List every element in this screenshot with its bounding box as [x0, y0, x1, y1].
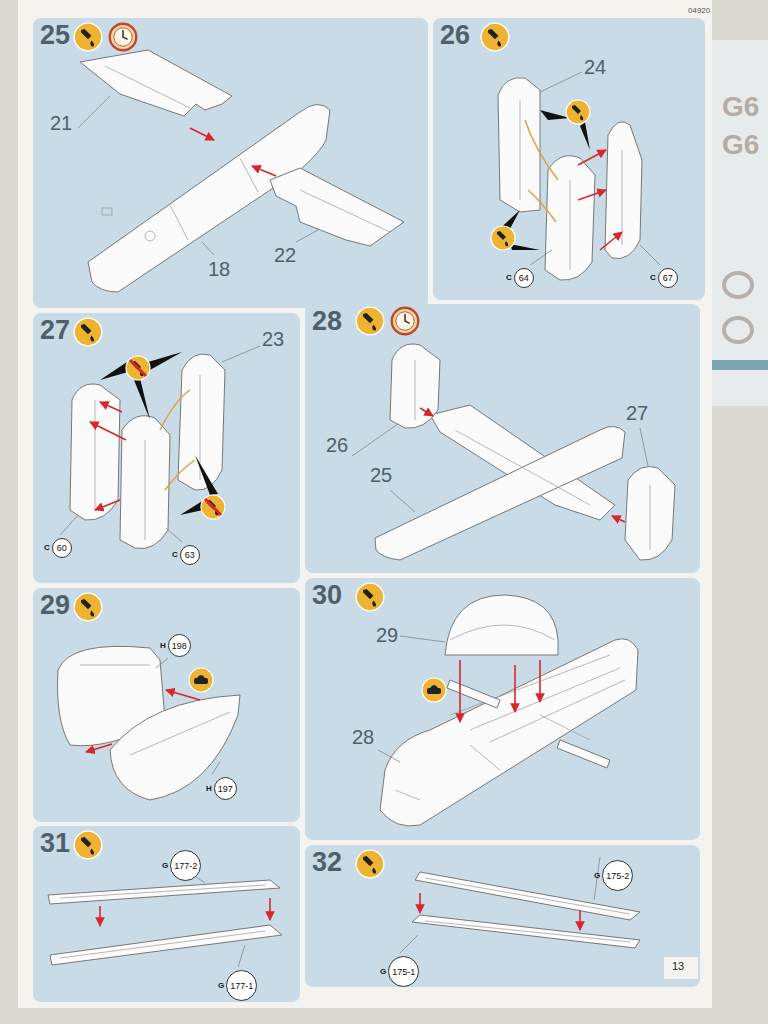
part-number: 198	[172, 641, 187, 651]
step-panel: 27C60C63	[33, 313, 300, 583]
part-number: 175-1	[392, 967, 415, 977]
catalog-number: 04920	[688, 6, 710, 16]
part-circle: 177-2	[170, 850, 201, 881]
part-circle: 64	[514, 268, 534, 288]
part-circle: 175-1	[388, 956, 419, 987]
part-callout: C 64	[506, 268, 534, 288]
decal-text: G6	[722, 92, 759, 122]
part-circle: 63	[180, 545, 200, 565]
part-callout: G 175-1	[380, 956, 419, 987]
part-circle: 60	[52, 538, 72, 558]
step-panel: 26C 64 C 67	[433, 18, 705, 300]
sprue-letter: C	[650, 273, 656, 283]
part-circle: 177-1	[226, 970, 257, 1001]
sprue-letter: G	[380, 967, 386, 977]
part-callout: G 177-1	[218, 970, 257, 1001]
step-number: 28	[312, 306, 342, 336]
step-panel: 29H198H197	[33, 588, 300, 822]
sprue-letter: G	[218, 981, 224, 991]
part-callout: G 175-2	[594, 860, 633, 891]
step-number: 31	[40, 828, 70, 858]
part-number: 177-2	[174, 861, 197, 871]
part-label: 18	[208, 258, 230, 280]
part-circle: 175-2	[602, 860, 633, 891]
step-number: 29	[40, 590, 70, 620]
part-label: 25	[370, 464, 392, 486]
part-label: 28	[352, 726, 374, 748]
step-number: 26	[440, 20, 470, 50]
part-number: 60	[57, 543, 67, 553]
part-callout: C 60	[44, 538, 72, 558]
part-label: 29	[376, 624, 398, 646]
part-number: 175-2	[606, 871, 629, 881]
part-callout: C 67	[650, 268, 678, 288]
step-panel: 28	[305, 304, 700, 573]
part-circle: 198	[168, 634, 191, 657]
part-number: 63	[185, 550, 195, 560]
sprue-letter: C	[44, 543, 50, 553]
part-label: 23	[262, 328, 284, 350]
step-number: 25	[40, 20, 70, 50]
step-number: 32	[312, 847, 342, 877]
step-panel: 30	[305, 578, 700, 840]
sprue-letter: G	[594, 871, 600, 881]
part-label: 21	[50, 112, 72, 134]
sprue-letter: H	[160, 641, 166, 651]
sprue-letter: C	[172, 550, 178, 560]
part-number: 64	[519, 273, 529, 283]
part-callout: H 198	[160, 634, 191, 657]
part-number: 67	[663, 273, 673, 283]
part-callout: G 177-2	[162, 850, 201, 881]
part-label: 27	[626, 402, 648, 424]
part-label: 24	[584, 56, 606, 78]
part-number: 177-1	[230, 981, 253, 991]
sprue-letter: G	[162, 861, 168, 871]
step-panel: 25	[33, 18, 428, 308]
step-number: 27	[40, 315, 70, 345]
step-panel: 31G177-2G177-1	[33, 826, 300, 1002]
part-label: 26	[326, 434, 348, 456]
page-number: 13	[672, 960, 684, 973]
part-circle: 197	[214, 777, 237, 800]
part-number: 197	[218, 784, 233, 794]
step-panel: 32G175-2G175-1	[305, 845, 700, 987]
sprue-letter: H	[206, 784, 212, 794]
part-circle: 67	[658, 268, 678, 288]
decal-text: G6	[722, 130, 759, 160]
step-number: 30	[312, 580, 342, 610]
sprue-letter: C	[506, 273, 512, 283]
part-label: 22	[274, 244, 296, 266]
part-callout: H 197	[206, 777, 237, 800]
part-callout: C 63	[172, 545, 200, 565]
